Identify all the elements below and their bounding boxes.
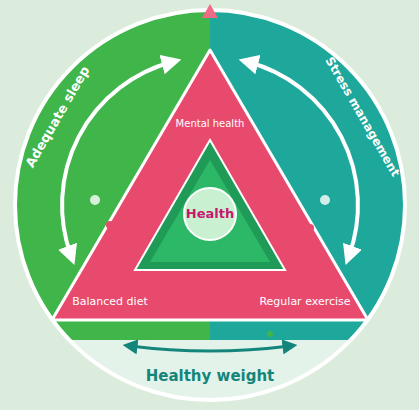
food-icon (320, 195, 330, 205)
node-text: Health (183, 207, 237, 222)
food-icon (147, 331, 153, 337)
segment-label-box: Balanced diet (69, 294, 150, 311)
bottom-band (69, 340, 350, 400)
segment-label-box: Regular exercise (256, 294, 353, 311)
node-text: Mental health (173, 118, 248, 130)
node-text: Balanced diet (69, 296, 150, 309)
food-icon (267, 331, 273, 337)
inner-triangle-light (150, 160, 270, 262)
cycle-arrow (130, 346, 290, 351)
food-icon (106, 221, 114, 229)
inner-triangle (135, 140, 285, 270)
outer-triangle (52, 50, 368, 320)
food-icon (306, 224, 314, 232)
ring-label: Healthy weight (146, 368, 275, 385)
food-icon (90, 195, 100, 205)
top-pointer (202, 4, 218, 18)
node-text: Regular exercise (256, 296, 353, 309)
segment-label-box: Mental health (173, 116, 248, 132)
center-box: Health (183, 205, 237, 224)
outer-ring (15, 10, 405, 400)
